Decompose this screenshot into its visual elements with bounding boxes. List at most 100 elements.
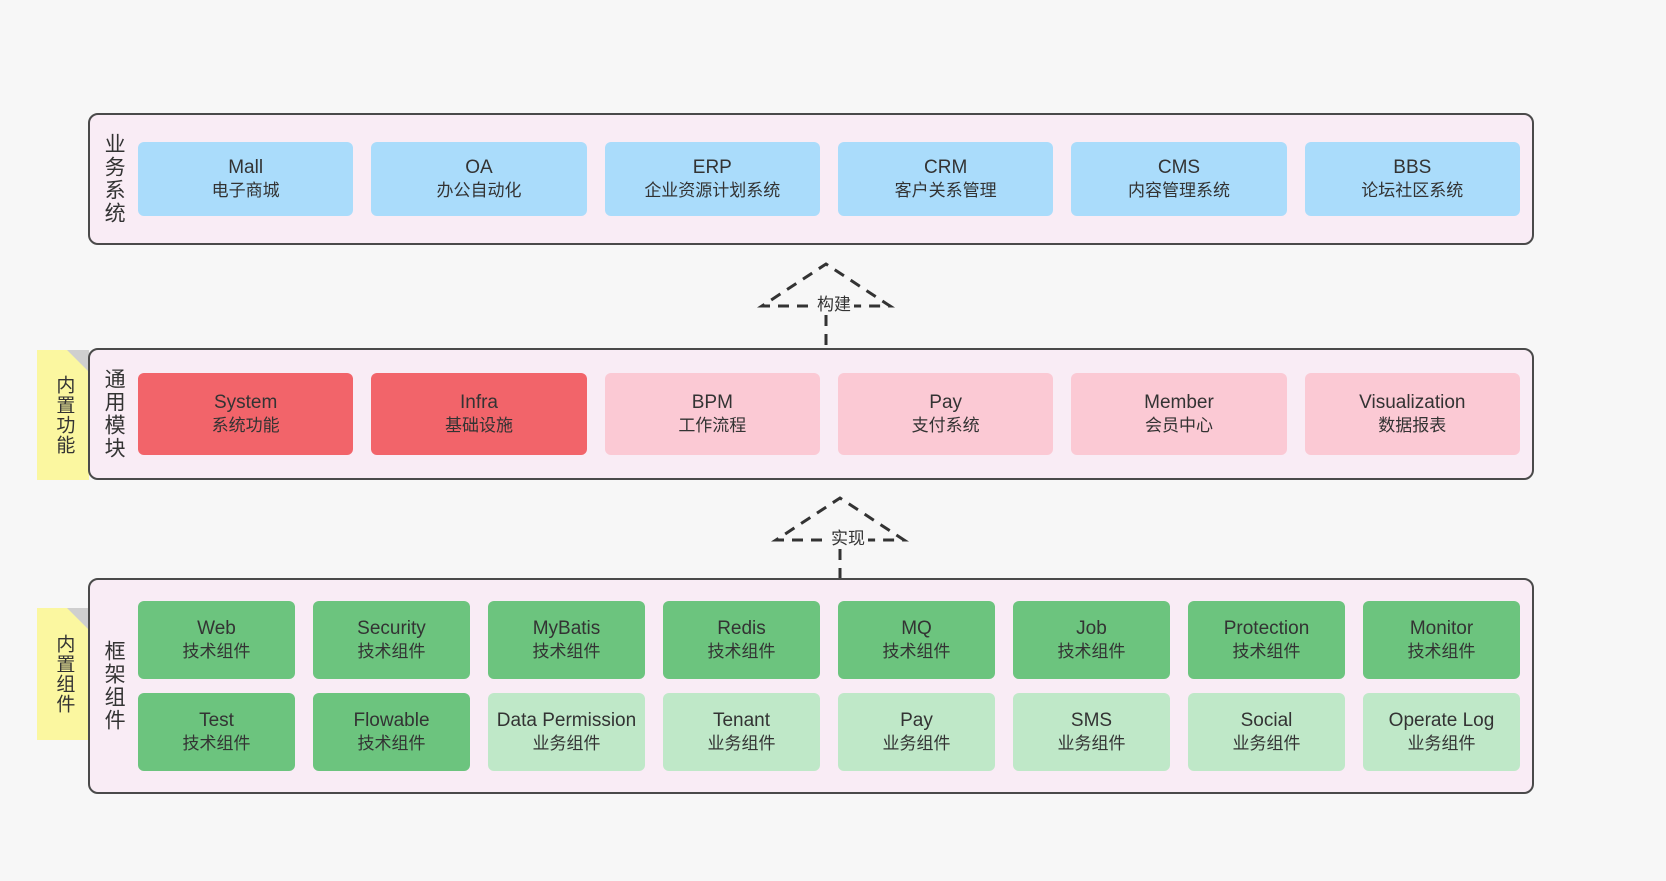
card-erp[interactable]: ERP 企业资源计划系统: [604, 142, 820, 216]
card-title: CRM: [924, 156, 968, 178]
card-subtitle: 系统功能: [211, 416, 280, 436]
card-mq[interactable]: MQ 技术组件: [838, 601, 995, 679]
card-subtitle: 办公自动化: [436, 181, 522, 201]
card-pay[interactable]: Pay 业务组件: [838, 693, 995, 771]
card-monitor[interactable]: Monitor 技术组件: [1363, 601, 1520, 679]
card-title: Redis: [717, 617, 766, 639]
card-subtitle: 业务组件: [882, 734, 951, 754]
card-title: Mall: [228, 156, 264, 178]
card-title: Protection: [1223, 617, 1310, 639]
card-subtitle: 论坛社区系统: [1361, 181, 1464, 201]
card-subtitle: 业务组件: [532, 734, 601, 754]
card-title: Social: [1240, 709, 1293, 731]
card-title: Job: [1076, 617, 1107, 639]
card-crm[interactable]: CRM 客户关系管理: [837, 142, 1054, 216]
card-infra[interactable]: Infra 基础设施: [371, 373, 587, 455]
card-subtitle: 数据报表: [1378, 416, 1447, 436]
card-title: Security: [357, 617, 426, 639]
layer-label-framework-components: 框架组件: [102, 640, 126, 732]
card-security[interactable]: Security 技术组件: [313, 601, 470, 679]
card-subtitle: 客户关系管理: [894, 181, 997, 201]
card-oa[interactable]: OA 办公自动化: [371, 142, 587, 216]
card-subtitle: 技术组件: [182, 642, 251, 662]
card-pay[interactable]: Pay 支付系统: [837, 373, 1054, 455]
card-cms[interactable]: CMS 内容管理系统: [1071, 142, 1287, 216]
card-title: Test: [199, 709, 234, 731]
card-subtitle: 技术组件: [357, 642, 426, 662]
card-title: Flowable: [353, 709, 430, 731]
card-subtitle: 工作流程: [678, 416, 747, 436]
card-social[interactable]: Social 业务组件: [1188, 693, 1345, 771]
card-subtitle: 基础设施: [444, 416, 513, 436]
card-system[interactable]: System 系统功能: [138, 373, 354, 455]
connector-build-label: 构建: [814, 290, 854, 315]
card-subtitle: 会员中心: [1144, 416, 1213, 436]
card-title: Operate Log: [1388, 709, 1495, 731]
card-title: Pay: [900, 709, 933, 731]
layer-panel-business-systems: 业务系统 Mall 电子商城 OA 办公自动化 ERP 企业资源计划系统 CRM 客户关系管理…: [88, 113, 1534, 245]
card-subtitle: 电子商城: [211, 181, 280, 201]
card-mybatis[interactable]: MyBatis 技术组件: [488, 601, 645, 679]
sticky-note-builtin-functions: 内置功能: [37, 350, 89, 480]
card-subtitle: 技术组件: [707, 642, 776, 662]
card-subtitle: 技术组件: [357, 734, 426, 754]
card-title: CMS: [1157, 156, 1201, 178]
card-subtitle: 技术组件: [532, 642, 601, 662]
card-job[interactable]: Job 技术组件: [1013, 601, 1170, 679]
layer-label-common-modules: 通用模块: [102, 368, 126, 460]
sticky-note-builtin-components: 内置组件: [37, 608, 89, 740]
card-subtitle: 技术组件: [882, 642, 951, 662]
common-modules-card-row: System 系统功能 Infra 基础设施 BPM 工作流程 Pay 支付系统 Member 会…: [138, 373, 1520, 455]
card-tenant[interactable]: Tenant 业务组件: [663, 693, 820, 771]
card-subtitle: 业务组件: [1407, 734, 1476, 754]
card-title: Member: [1144, 391, 1214, 413]
card-redis[interactable]: Redis 技术组件: [663, 601, 820, 679]
card-data-permission[interactable]: Data Permission 业务组件: [488, 693, 645, 771]
card-subtitle: 业务组件: [707, 734, 776, 754]
business-systems-card-row: Mall 电子商城 OA 办公自动化 ERP 企业资源计划系统 CRM 客户关系管理 CMS 内容…: [138, 142, 1520, 216]
card-title: BBS: [1393, 156, 1432, 178]
card-title: SMS: [1070, 709, 1113, 731]
card-subtitle: 业务组件: [1057, 734, 1126, 754]
card-title: Pay: [929, 391, 963, 413]
card-bpm[interactable]: BPM 工作流程: [604, 373, 820, 455]
layer-panel-common-modules: 通用模块 System 系统功能 Infra 基础设施 BPM 工作流程 Pay 支付系统 Me…: [88, 348, 1534, 480]
card-title: ERP: [692, 156, 732, 178]
connector-implement: 实现: [766, 482, 926, 582]
sticky-note-builtin-functions-label: 内置功能: [53, 375, 75, 455]
card-title: Data Permission: [496, 709, 637, 731]
card-title: BPM: [691, 391, 733, 413]
card-subtitle: 支付系统: [911, 416, 980, 436]
connector-implement-label: 实现: [828, 524, 868, 549]
card-mall[interactable]: Mall 电子商城: [138, 142, 354, 216]
card-web[interactable]: Web 技术组件: [138, 601, 295, 679]
card-title: MQ: [901, 617, 932, 639]
card-member[interactable]: Member 会员中心: [1071, 373, 1287, 455]
card-flowable[interactable]: Flowable 技术组件: [313, 693, 470, 771]
layer-label-business-systems: 业务系统: [102, 133, 126, 225]
card-subtitle: 技术组件: [1057, 642, 1126, 662]
card-subtitle: 内容管理系统: [1127, 181, 1230, 201]
card-sms[interactable]: SMS 业务组件: [1013, 693, 1170, 771]
connector-build: 构建: [752, 248, 912, 348]
card-subtitle: 业务组件: [1232, 734, 1301, 754]
card-title: MyBatis: [532, 617, 601, 639]
card-title: Tenant: [712, 709, 771, 731]
card-subtitle: 技术组件: [1407, 642, 1476, 662]
card-operate-log[interactable]: Operate Log 业务组件: [1363, 693, 1520, 771]
card-title: OA: [465, 156, 493, 178]
card-title: Monitor: [1409, 617, 1474, 639]
card-title: Infra: [459, 391, 498, 413]
card-bbs[interactable]: BBS 论坛社区系统: [1304, 142, 1520, 216]
card-title: Web: [197, 617, 236, 639]
card-title: System: [213, 391, 278, 413]
card-subtitle: 企业资源计划系统: [644, 181, 781, 201]
